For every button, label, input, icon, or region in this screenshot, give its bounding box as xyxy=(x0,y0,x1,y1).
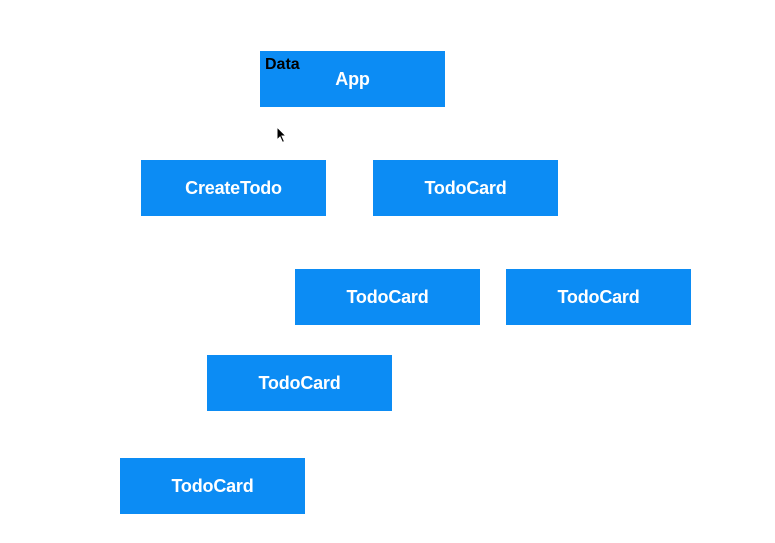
todo-card-component-label: TodoCard xyxy=(557,286,640,307)
todo-card-component-box: TodoCard xyxy=(207,355,392,411)
mouse-pointer-icon xyxy=(276,126,288,144)
data-tag: Data xyxy=(265,56,300,73)
todo-card-component-label: TodoCard xyxy=(424,177,507,198)
todo-card-component-label: TodoCard xyxy=(171,475,254,496)
create-todo-component-label: CreateTodo xyxy=(185,177,282,198)
todo-card-component-label: TodoCard xyxy=(346,286,429,307)
todo-card-component-label: TodoCard xyxy=(258,372,341,393)
app-component-label: App xyxy=(335,68,370,89)
todo-card-component-box: TodoCard xyxy=(295,269,480,325)
todo-card-component-box: TodoCard xyxy=(373,160,558,216)
create-todo-component-box: CreateTodo xyxy=(141,160,326,216)
todo-card-component-box: TodoCard xyxy=(120,458,305,514)
todo-card-component-box: TodoCard xyxy=(506,269,691,325)
app-component-box: Data App xyxy=(260,51,445,107)
